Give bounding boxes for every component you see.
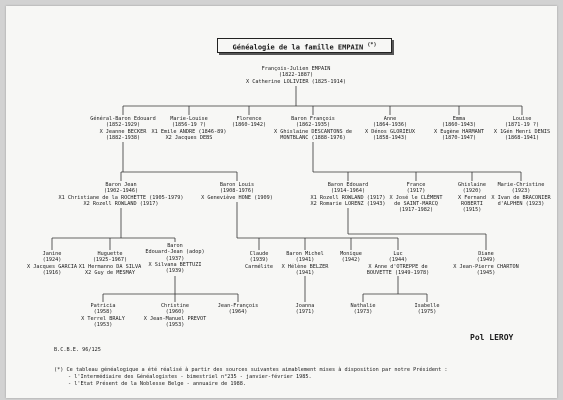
person-louis: Baron Louis(1908-1976)X Geneviève HONE (… [201, 182, 273, 201]
genealogy-sheet: Généalogie de la famille EMPAIN (*) Fran… [6, 6, 557, 398]
person-francois: Baron François(1862-1935)X Ghislaine DES… [273, 116, 353, 141]
person-edouard: Général-Baron Edouard(1852-1929)X Jeanne… [90, 116, 156, 141]
note-line: - l'Intermédiaire des Généalogistes - bi… [68, 374, 312, 380]
person-isabelle: Isabelle(1975) [414, 303, 440, 316]
person-florence: Florence(1860-1942) [231, 116, 267, 129]
person-edouard-jr: Baron Edouard(1914-1964)X1 Rozell ROWLAN… [310, 182, 386, 207]
person-janine: Janine(1924)X Jacques GARCIA(1916) [27, 251, 77, 276]
title-text: Généalogie de la famille EMPAIN [232, 43, 364, 52]
person-nathalie: Nathalie(1973) [350, 303, 376, 316]
author-signature: Pol LEROY [470, 333, 514, 342]
person-marie-louise: Marie-Louise(1856-19 ?)X1 Emile ANDRE (1… [151, 116, 227, 141]
source-notes: (*) Ce tableau généalogique a été réalis… [54, 367, 448, 388]
person-diane: Diane(1949)X Jean-Pierre CHARTON(1945) [453, 251, 519, 276]
reference-code: B.C.B.E. 96/125 [54, 347, 101, 353]
person-emma: Emma(1860-1943)X Eugène HARMANT(1870-194… [434, 116, 484, 141]
person-jean: Baron Jean(1902-1946)X1 Christiane de la… [58, 182, 184, 207]
root-person: François-Julien EMPAIN(1822-1887)X Cathe… [246, 66, 346, 85]
person-joanna: Joanna(1971) [295, 303, 315, 316]
page-title: Généalogie de la famille EMPAIN (*) [217, 38, 392, 53]
person-monique: Monique(1942) [340, 251, 362, 264]
person-michel: Baron Michel(1941)X Hélène BELZER(1941) [281, 251, 329, 276]
person-claude: Claude(1939)Carmélite [244, 251, 274, 270]
person-anne: Anne(1864-1936)X Dénos GLORIEUX(1858-194… [365, 116, 415, 141]
note-line: - l'Etat Présent de la Noblesse Belge - … [68, 381, 247, 387]
person-patricia: Patricia(1958)X Terrel BRALY(1953) [81, 303, 125, 328]
family-tree-lines [51, 86, 523, 302]
person-marie-christine: Marie-Christine(1923)X Ivan de BRACONIER… [491, 182, 551, 207]
person-christine: Christine(1960)X Jean-Manuel PREVOT(1953… [143, 303, 207, 328]
person-louise: Louise(1871-19 ?)X 1Gén Henri DENIS(1868… [493, 116, 551, 141]
person-jean-francois: Jean-François(1964) [217, 303, 259, 316]
title-note-mark: (*) [367, 42, 377, 48]
note-line: (*) Ce tableau généalogique a été réalis… [54, 367, 448, 373]
